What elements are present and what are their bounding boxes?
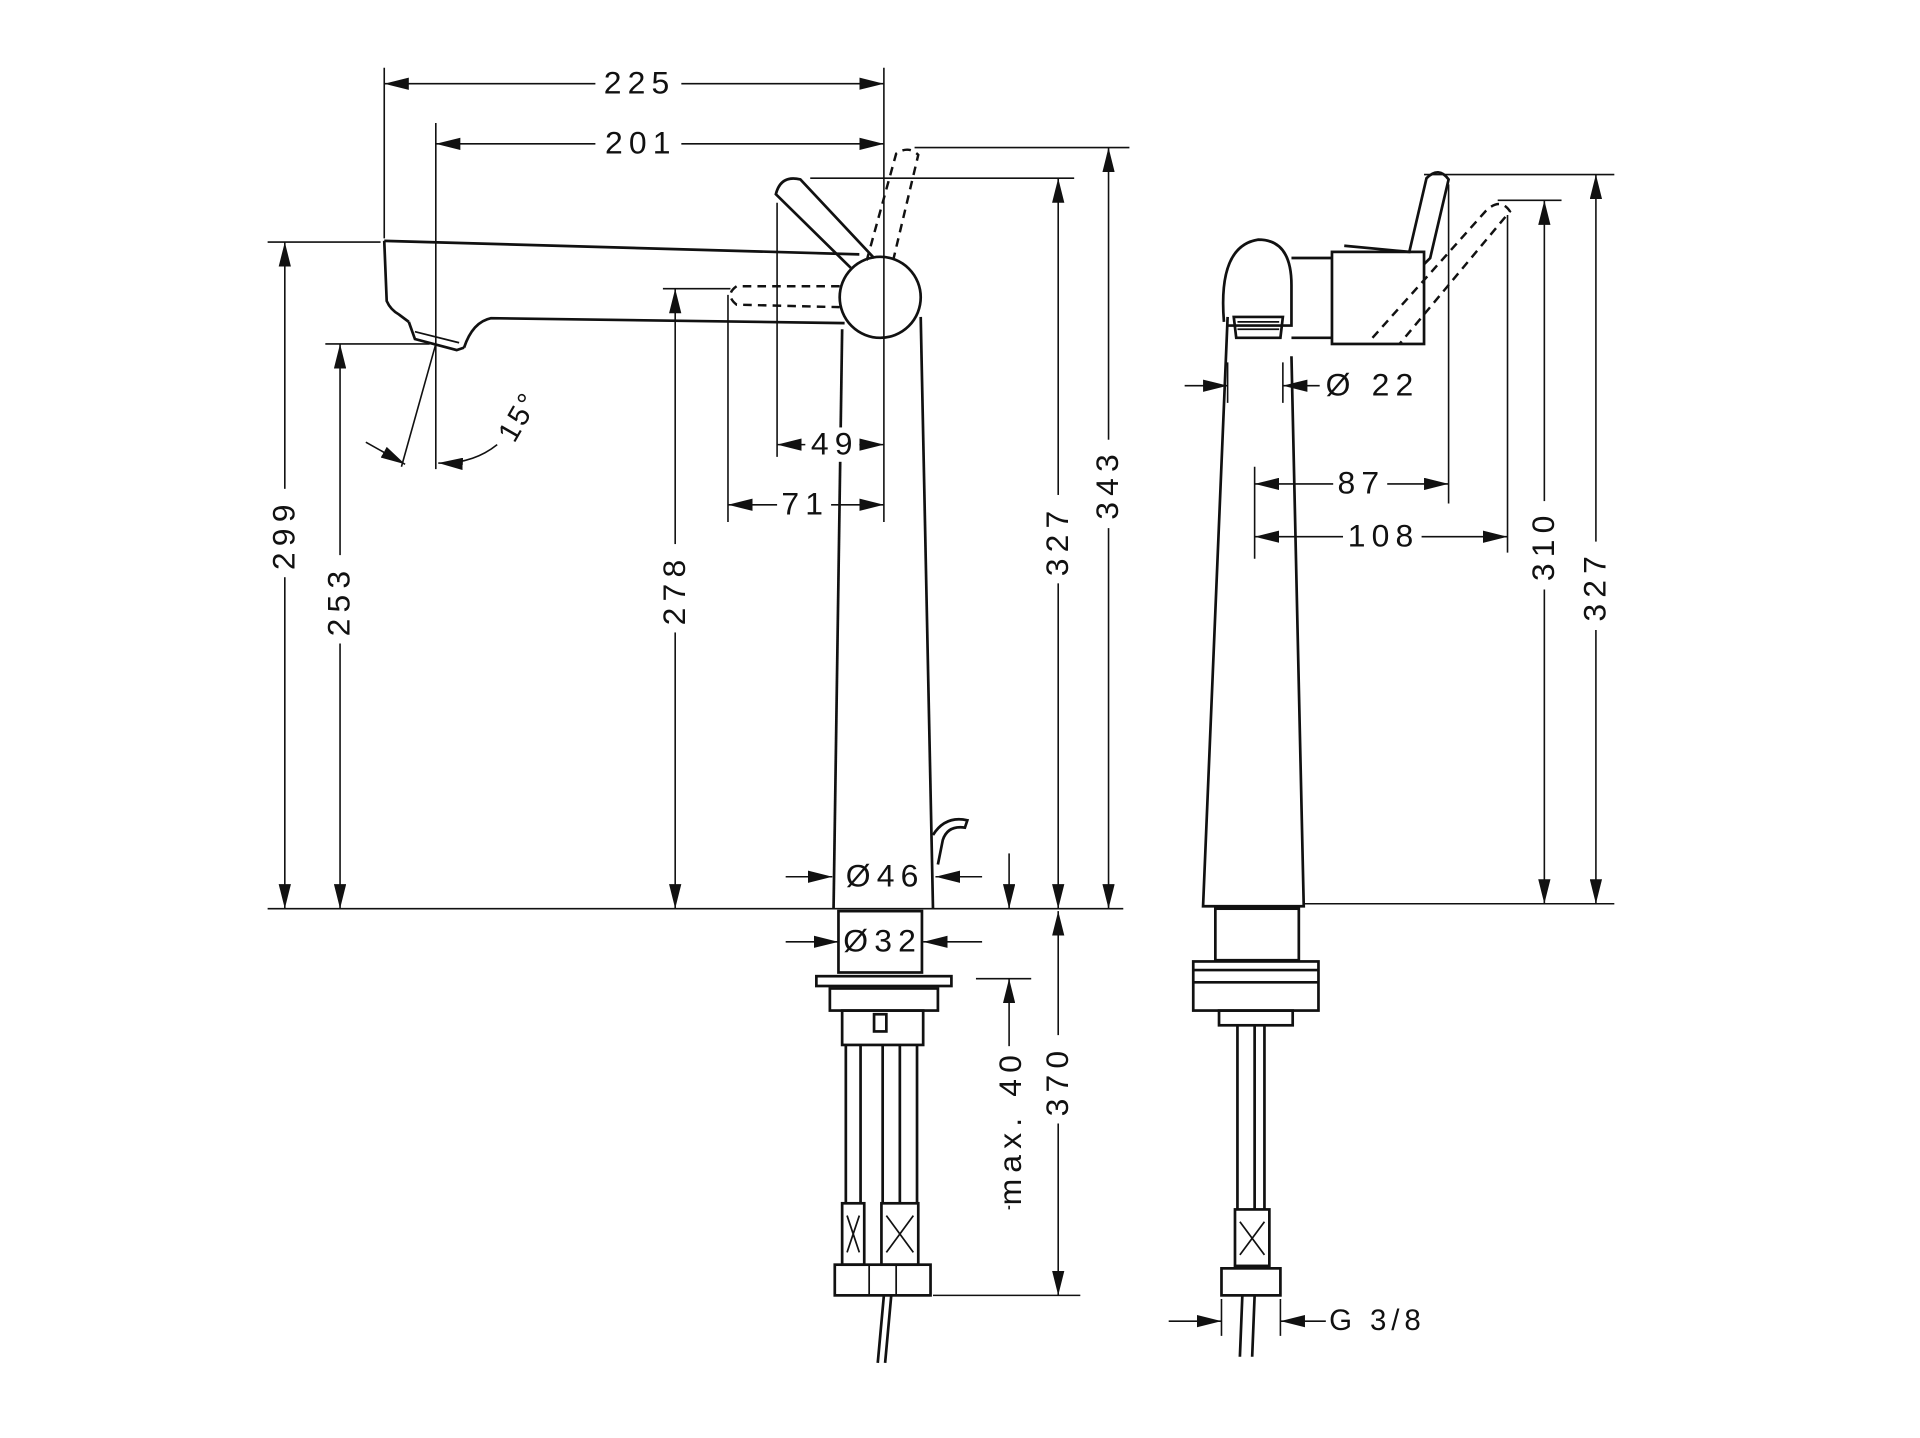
mounting-assembly bbox=[815, 909, 953, 1364]
dim-label-71: 71 bbox=[781, 485, 829, 521]
dim-label-g38: G 3/8 bbox=[1329, 1304, 1426, 1337]
dim-label-253: 253 bbox=[321, 565, 357, 637]
side-body bbox=[1201, 171, 1512, 908]
dim-label-327-front: 327 bbox=[1039, 505, 1075, 577]
angle-arrow-right bbox=[438, 444, 498, 471]
dim-label-327-side: 327 bbox=[1577, 550, 1613, 622]
dim-label-87: 87 bbox=[1338, 465, 1386, 501]
dim-label-max40: max. 40 bbox=[992, 1049, 1028, 1205]
side-mounting bbox=[1191, 907, 1320, 1357]
dim-label-343: 343 bbox=[1089, 448, 1125, 520]
dim-label-d46: Ø46 bbox=[846, 857, 925, 893]
handle-hub bbox=[838, 255, 923, 340]
side-extension-lines bbox=[1220, 173, 1615, 1336]
dim-label-370: 370 bbox=[1039, 1045, 1075, 1117]
angle-arrow-left bbox=[365, 441, 406, 465]
dim-label-310: 310 bbox=[1525, 509, 1561, 581]
front-view: 225 201 15° 49 71 299 253 278 327 343 Ø4 bbox=[265, 64, 1130, 1364]
dim-label-15deg: 15° bbox=[492, 386, 547, 447]
spout bbox=[382, 239, 860, 352]
dim-label-d32: Ø32 bbox=[843, 922, 922, 958]
side-view: Ø 22 87 108 310 327 G 3/8 bbox=[1168, 171, 1616, 1357]
dim-label-225: 225 bbox=[604, 64, 676, 100]
dim-label-299: 299 bbox=[265, 498, 301, 570]
dim-label-49: 49 bbox=[811, 425, 859, 461]
dim-label-108: 108 bbox=[1348, 517, 1420, 553]
dim-label-201: 201 bbox=[605, 125, 677, 161]
dim-label-d22: Ø 22 bbox=[1326, 366, 1420, 402]
body-column bbox=[832, 316, 970, 909]
lever bbox=[729, 148, 920, 309]
dim-label-278: 278 bbox=[656, 554, 692, 626]
spray-angle-line bbox=[400, 343, 437, 467]
